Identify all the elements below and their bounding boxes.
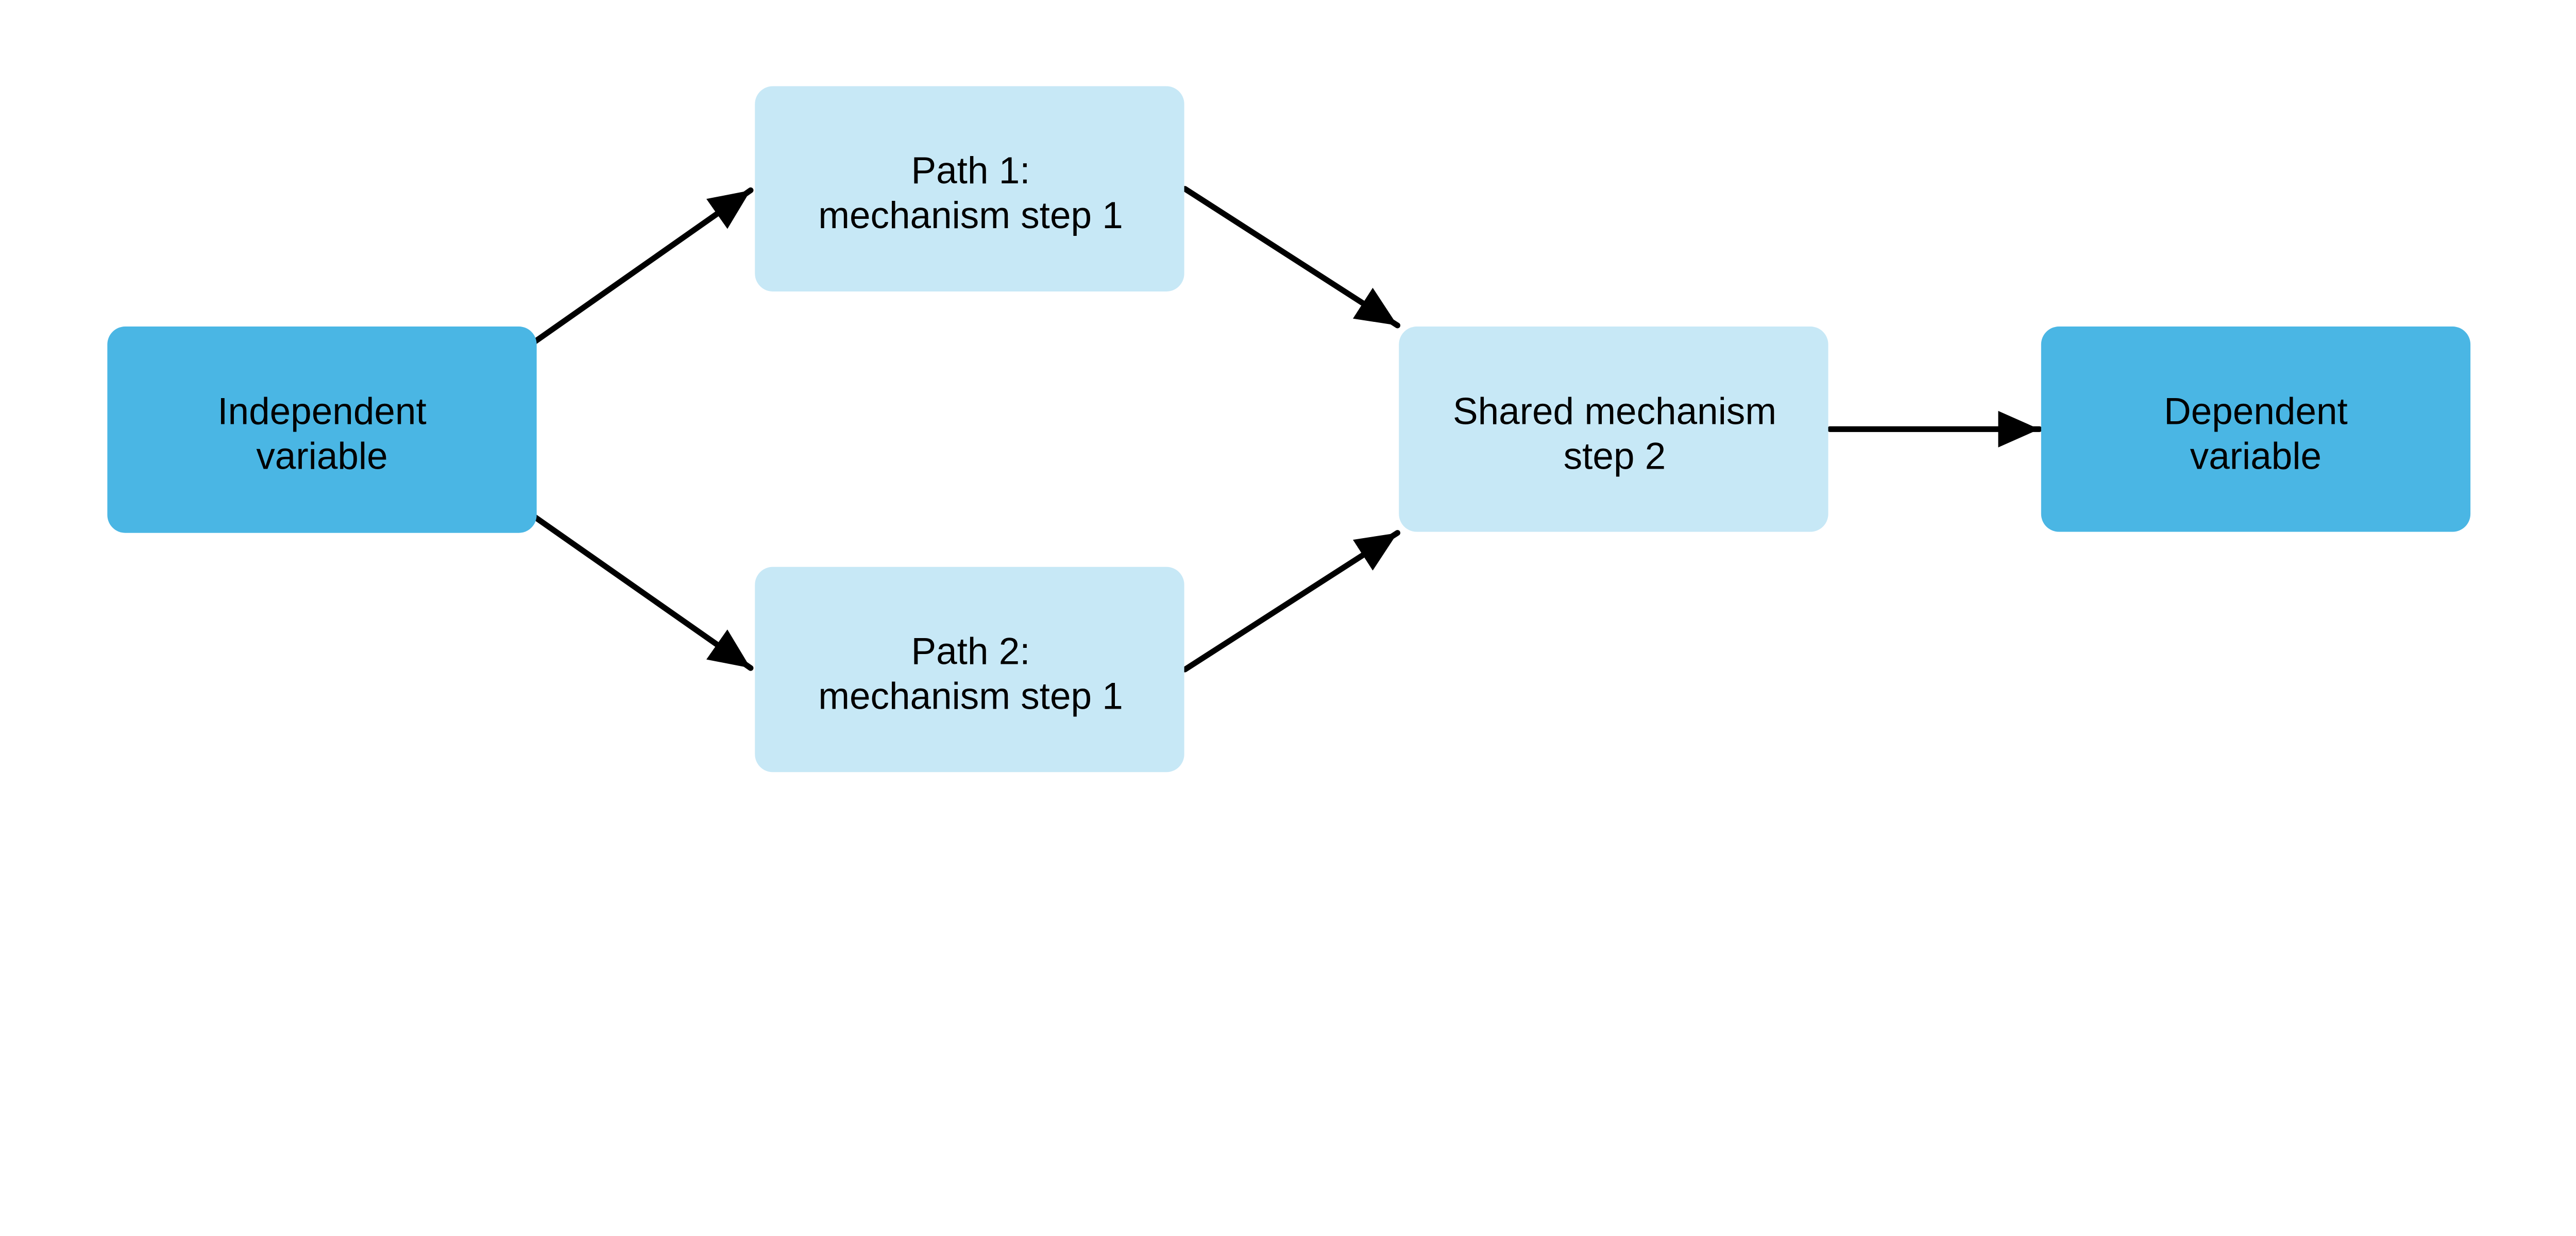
node-path2-box xyxy=(755,566,1184,772)
node-path2-label-line1: Path 2: xyxy=(911,631,1030,673)
node-independent-variable-label-line1: Independent xyxy=(217,391,426,433)
node-shared-mechanism-step2: Shared mechanism step 2 xyxy=(1399,327,1828,532)
node-dependent-variable-label-line2: variable xyxy=(2190,435,2321,477)
flowchart-svg: Independent variable Path 1: mechanism s… xyxy=(107,86,2471,772)
node-dependent-variable-label-line1: Dependent xyxy=(2164,391,2348,433)
node-independent-variable: Independent variable xyxy=(107,327,537,533)
node-shared-label-line1: Shared mechanism xyxy=(1453,391,1776,433)
node-independent-variable-label-line2: variable xyxy=(256,435,387,477)
flowchart-canvas: Independent variable Path 1: mechanism s… xyxy=(107,86,2471,772)
edge-independent-to-path1 xyxy=(531,187,754,345)
node-path2-label-line2: mechanism step 1 xyxy=(818,675,1123,717)
node-dependent-variable-box xyxy=(2041,327,2471,532)
node-path1-mechanism-step1: Path 1: mechanism step 1 xyxy=(755,86,1184,291)
node-path1-label-line1: Path 1: xyxy=(911,150,1030,192)
node-dependent-variable: Dependent variable xyxy=(2041,327,2471,532)
node-independent-variable-box xyxy=(107,327,537,533)
edge-path1-to-shared xyxy=(1182,186,1401,329)
node-path1-box xyxy=(755,86,1184,291)
node-shared-label-line2: step 2 xyxy=(1564,435,1666,477)
node-path1-label-line2: mechanism step 1 xyxy=(818,195,1123,236)
edge-path2-to-shared xyxy=(1182,530,1401,673)
node-path2-mechanism-step1: Path 2: mechanism step 1 xyxy=(755,566,1184,772)
node-shared-box xyxy=(1399,327,1828,532)
edge-independent-to-path2 xyxy=(531,513,754,671)
